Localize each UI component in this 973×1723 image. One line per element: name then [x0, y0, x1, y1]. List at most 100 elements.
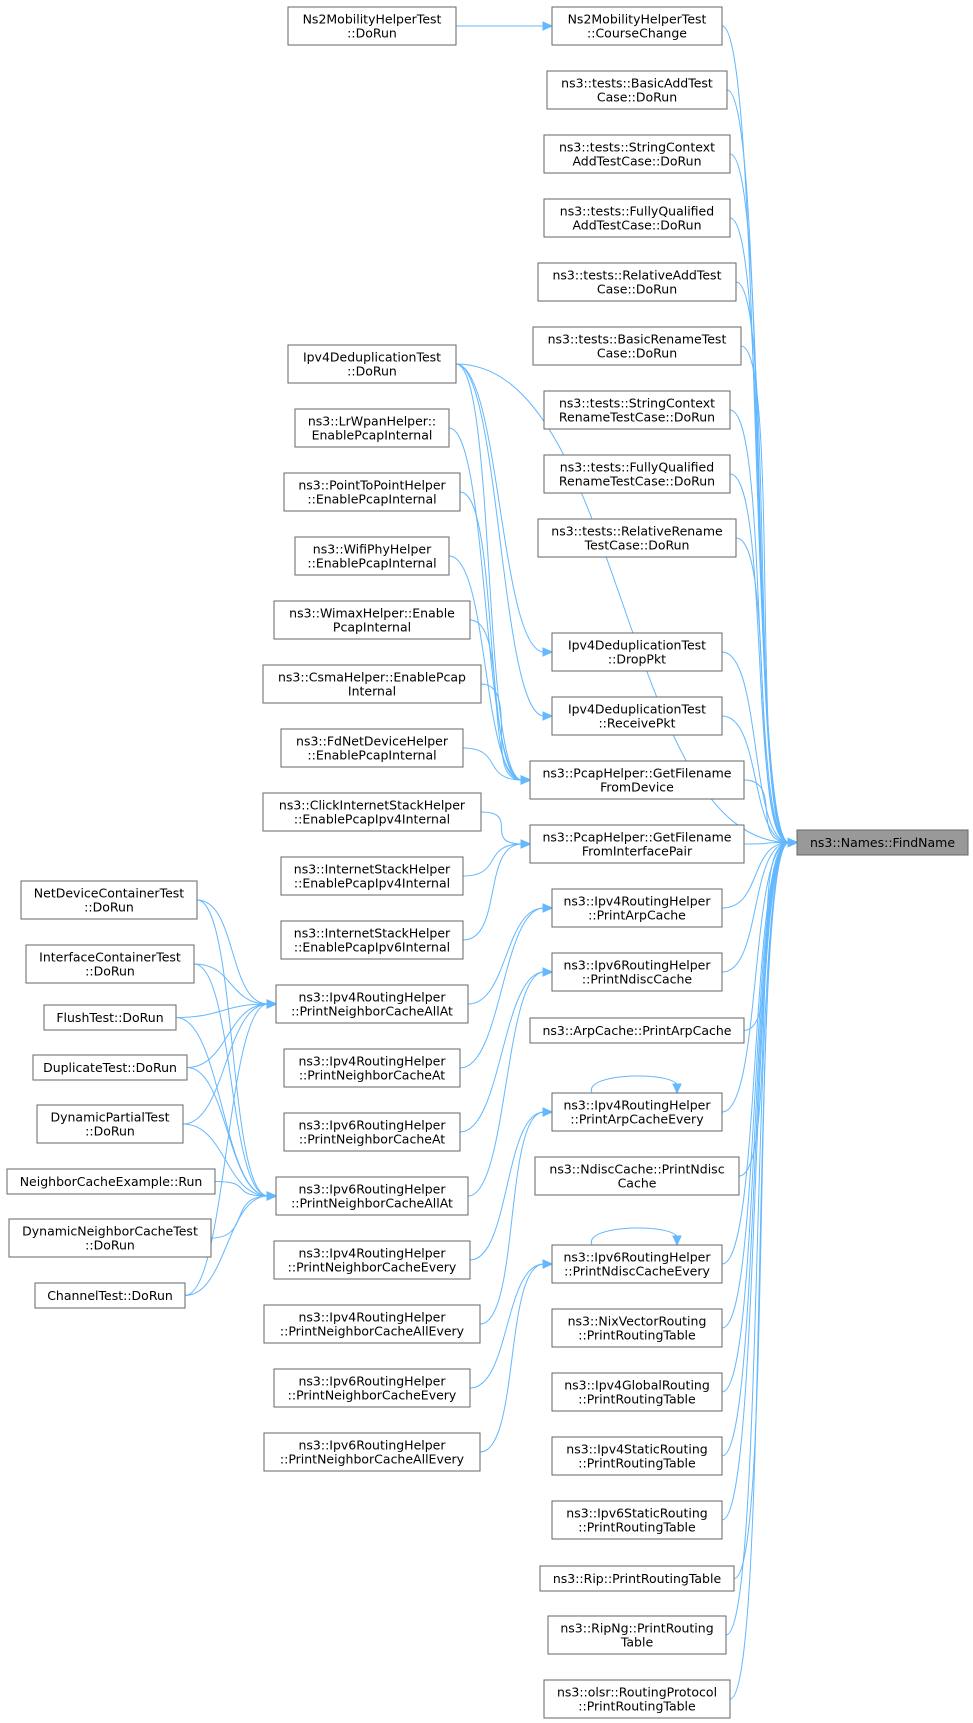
- node-dup-test[interactable]: DuplicateTest::DoRun: [32, 1054, 188, 1081]
- node-v4-ncallevery[interactable]: ns3::Ipv4RoutingHelper::PrintNeighborCac…: [263, 1304, 481, 1344]
- node-wifiphy[interactable]: ns3::WifiPhyHelper::EnablePcapInternal: [294, 536, 450, 576]
- node-nc-example[interactable]: NeighborCacheExample::Run: [6, 1168, 216, 1195]
- node-label-line: AddTestCase::DoRun: [572, 154, 701, 169]
- node-findname[interactable]: ns3::Names::FindName: [796, 829, 969, 856]
- node-click-ipv4[interactable]: ns3::ClickInternetStackHelper::EnablePca…: [262, 792, 482, 832]
- node-dedup-recv[interactable]: Ipv4DeduplicationTest::ReceivePkt: [551, 696, 723, 736]
- node-label-line: ns3::Ipv6RoutingHelper: [298, 1374, 446, 1389]
- node-ipv4dedup-dorun[interactable]: Ipv4DeduplicationTest::DoRun: [287, 344, 457, 384]
- node-rip[interactable]: ns3::Rip::PrintRoutingTable: [539, 1565, 735, 1592]
- node-label-line: ::DoRun: [347, 364, 397, 379]
- edge-line: [479, 1263, 545, 1453]
- node-label-line: Ns2MobilityHelperTest: [568, 12, 707, 27]
- node-v6-ncallat[interactable]: ns3::Ipv6RoutingHelper::PrintNeighborCac…: [275, 1176, 469, 1216]
- node-label-line: ::PrintNeighborCacheAt: [299, 1132, 445, 1147]
- node-label-line: ::EnablePcapIpv4Internal: [294, 876, 450, 891]
- node-label-line: ns3::tests::FullyQualified: [560, 204, 714, 219]
- node-label-line: ::PrintNeighborCacheAllEvery: [280, 1324, 465, 1339]
- node-label-line: ns3::NdiscCache::PrintNdisc: [549, 1162, 724, 1177]
- node-wimax[interactable]: ns3::WimaxHelper::EnablePcapInternal: [273, 600, 471, 640]
- node-string-add[interactable]: ns3::tests::StringContextAddTestCase::Do…: [543, 134, 731, 174]
- edge-line: [721, 842, 790, 1265]
- node-v6-ndiscevery[interactable]: ns3::Ipv6RoutingHelper::PrintNdiscCacheE…: [551, 1244, 723, 1284]
- node-dynpart-test[interactable]: DynamicPartialTest::DoRun: [36, 1104, 184, 1144]
- node-ripng[interactable]: ns3::RipNg::PrintRoutingTable: [547, 1615, 727, 1655]
- edge-line: [455, 363, 545, 653]
- edge-line: [721, 842, 790, 1113]
- node-v6static[interactable]: ns3::Ipv6StaticRouting::PrintRoutingTabl…: [551, 1500, 723, 1540]
- edge-ipv4dedup_dorun-to-dedup_drop: [455, 363, 554, 657]
- node-v4global[interactable]: ns3::Ipv4GlobalRouting::PrintRoutingTabl…: [551, 1372, 723, 1412]
- edge-v4static-to-findname: [721, 837, 799, 1457]
- node-v6-ndisc[interactable]: ns3::Ipv6RoutingHelper::PrintNdiscCache: [551, 952, 723, 992]
- node-label-line: Cache: [618, 1176, 657, 1191]
- node-v4-arpcache[interactable]: ns3::Ipv4RoutingHelper::PrintArpCache: [551, 888, 723, 928]
- node-label-line: ns3::Ipv6RoutingHelper: [298, 1118, 446, 1133]
- edge-csma-to-pcap_device: [480, 683, 532, 785]
- edge-netdev_test-to-v6_ncallat: [196, 899, 278, 1201]
- node-box: [262, 664, 482, 704]
- node-pcap-iface[interactable]: ns3::PcapHelper::GetFilenameFromInterfac…: [529, 824, 745, 864]
- edge-line: [725, 842, 790, 1636]
- node-label-line: ns3::ClickInternetStackHelper: [279, 798, 466, 813]
- node-label-line: ::PrintRoutingTable: [578, 1328, 696, 1343]
- node-label-line: ns3::WifiPhyHelper: [313, 542, 432, 557]
- edge-line: [455, 363, 545, 717]
- node-inet-ipv6[interactable]: ns3::InternetStackHelper::EnablePcapIpv6…: [280, 920, 464, 960]
- edge-line: [469, 1263, 545, 1389]
- node-box: [551, 1500, 723, 1540]
- node-relative-rename[interactable]: ns3::tests::RelativeRenameTestCase::DoRu…: [537, 518, 737, 558]
- node-label-line: ns3::InternetStackHelper: [294, 926, 451, 941]
- node-csma[interactable]: ns3::CsmaHelper::EnablePcapInternal: [262, 664, 482, 704]
- node-label-line: Ipv4DeduplicationTest: [568, 638, 706, 653]
- node-label-line: ns3::PcapHelper::GetFilename: [543, 830, 732, 845]
- node-dynnc-test[interactable]: DynamicNeighborCacheTest::DoRun: [8, 1218, 212, 1258]
- node-v4-ncallat[interactable]: ns3::Ipv4RoutingHelper::PrintNeighborCac…: [275, 984, 469, 1024]
- node-nix[interactable]: ns3::NixVectorRouting::PrintRoutingTable: [551, 1308, 723, 1348]
- node-flush-test[interactable]: FlushTest::DoRun: [43, 1004, 177, 1031]
- node-olsr[interactable]: ns3::olsr::RoutingProtocol::PrintRouting…: [543, 1679, 731, 1719]
- node-string-rename[interactable]: ns3::tests::StringContextRenameTestCase:…: [543, 390, 731, 430]
- node-fdnet[interactable]: ns3::FdNetDeviceHelper::EnablePcapIntern…: [280, 728, 464, 768]
- node-lrwpan[interactable]: ns3::LrWpanHelper::EnablePcapInternal: [294, 408, 450, 448]
- node-label-line: ns3::Ipv6RoutingHelper: [563, 958, 711, 973]
- node-ns2-dorun[interactable]: Ns2MobilityHelperTest::DoRun: [287, 6, 457, 46]
- edge-line: [729, 217, 790, 843]
- node-arpcache-print[interactable]: ns3::ArpCache::PrintArpCache: [529, 1017, 745, 1044]
- edge-line: [182, 1003, 269, 1125]
- node-v6-ncat[interactable]: ns3::Ipv6RoutingHelper::PrintNeighborCac…: [283, 1112, 461, 1152]
- node-dedup-drop[interactable]: Ipv4DeduplicationTest::DropPkt: [551, 632, 723, 672]
- edge-arrowhead: [672, 1235, 682, 1247]
- node-v4-ncat[interactable]: ns3::Ipv4RoutingHelper::PrintNeighborCac…: [283, 1048, 461, 1088]
- node-v6-ncallevery[interactable]: ns3::Ipv6RoutingHelper::PrintNeighborCac…: [263, 1432, 481, 1472]
- edge-line: [459, 907, 545, 1069]
- node-v4-arpevery[interactable]: ns3::Ipv4RoutingHelper::PrintArpCacheEve…: [551, 1092, 723, 1132]
- node-label-line: Ns2MobilityHelperTest: [303, 12, 442, 27]
- node-ndisc-print[interactable]: ns3::NdiscCache::PrintNdiscCache: [534, 1156, 740, 1196]
- edge-v6_ndiscevery-to-findname: [721, 837, 799, 1265]
- edge-line: [480, 683, 523, 781]
- node-channel-test[interactable]: ChannelTest::DoRun: [34, 1282, 186, 1309]
- node-iface-test[interactable]: InterfaceContainerTest::DoRun: [25, 944, 195, 984]
- node-label-line: ns3::Ipv4RoutingHelper: [298, 1054, 446, 1069]
- node-v4-ncevery[interactable]: ns3::Ipv4RoutingHelper::PrintNeighborCac…: [273, 1240, 471, 1280]
- edge-arrowhead: [787, 837, 799, 848]
- node-box: [36, 1104, 184, 1144]
- node-label-line: FromInterfacePair: [582, 844, 693, 859]
- node-fully-rename[interactable]: ns3::tests::FullyQualifiedRenameTestCase…: [543, 454, 731, 494]
- node-fully-add[interactable]: ns3::tests::FullyQualifiedAddTestCase::D…: [543, 198, 731, 238]
- node-inet-ipv4[interactable]: ns3::InternetStackHelper::EnablePcapIpv4…: [280, 856, 464, 896]
- node-ns2-course[interactable]: Ns2MobilityHelperTest::CourseChange: [551, 6, 723, 46]
- node-box: [551, 1244, 723, 1284]
- node-box: [6, 1168, 216, 1195]
- node-v6-ncevery[interactable]: ns3::Ipv6RoutingHelper::PrintNeighborCac…: [273, 1368, 471, 1408]
- node-netdev-test[interactable]: NetDeviceContainerTest::DoRun: [20, 880, 198, 920]
- node-v4static[interactable]: ns3::Ipv4StaticRouting::PrintRoutingTabl…: [551, 1436, 723, 1476]
- node-box: [294, 536, 450, 576]
- edge-line: [735, 281, 790, 843]
- node-p2p[interactable]: ns3::PointToPointHelper::EnablePcapInter…: [283, 472, 461, 512]
